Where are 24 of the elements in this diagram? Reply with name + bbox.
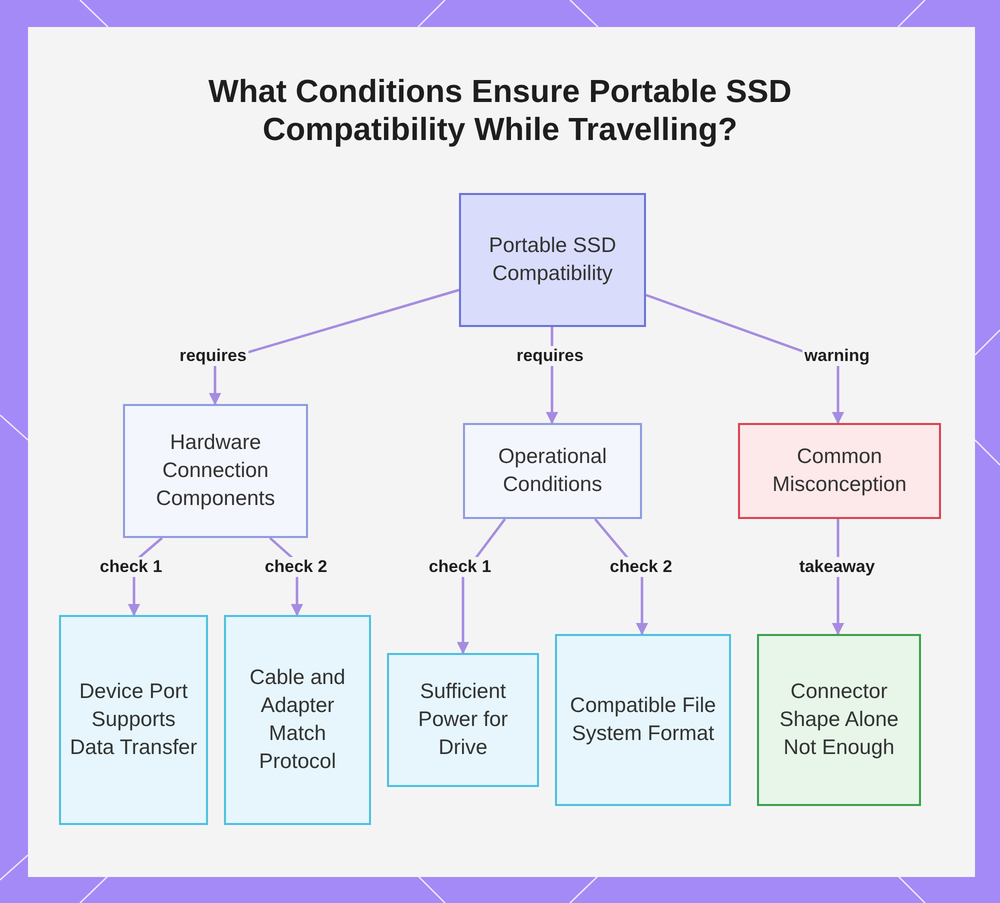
node-text: Cable and Adapter Match Protocol [248,665,346,775]
diagram-title: What Conditions Ensure Portable SSD Compatibility While Travelling? [207,72,793,148]
node-text: Device Port Supports Data Transfer [68,679,198,761]
check-box [224,615,371,825]
node-text: Portable SSD Compatibility [488,233,618,287]
edge-label: check 1 [98,557,164,577]
category-box [463,423,642,519]
check-box [387,653,539,787]
edge-label: check 2 [262,557,330,577]
node-text: Operational Conditions [497,444,608,498]
node-text: Hardware Connection Components [154,430,276,512]
edge-label: check 1 [426,557,494,577]
check-box [59,615,208,825]
category-box [123,404,308,538]
node-text: Connector Shape Alone Not Enough [778,679,900,761]
concept-box [459,193,646,327]
node-text: Common Misconception [771,444,908,498]
node-text: Compatible File System Format [569,693,717,747]
node-text: Sufficient Power for Drive [417,679,509,761]
takeaway-box [757,634,921,806]
edge-label: takeaway [797,557,877,577]
edge-label: check 2 [608,557,674,577]
check-box [555,634,731,806]
warning-box [738,423,941,519]
